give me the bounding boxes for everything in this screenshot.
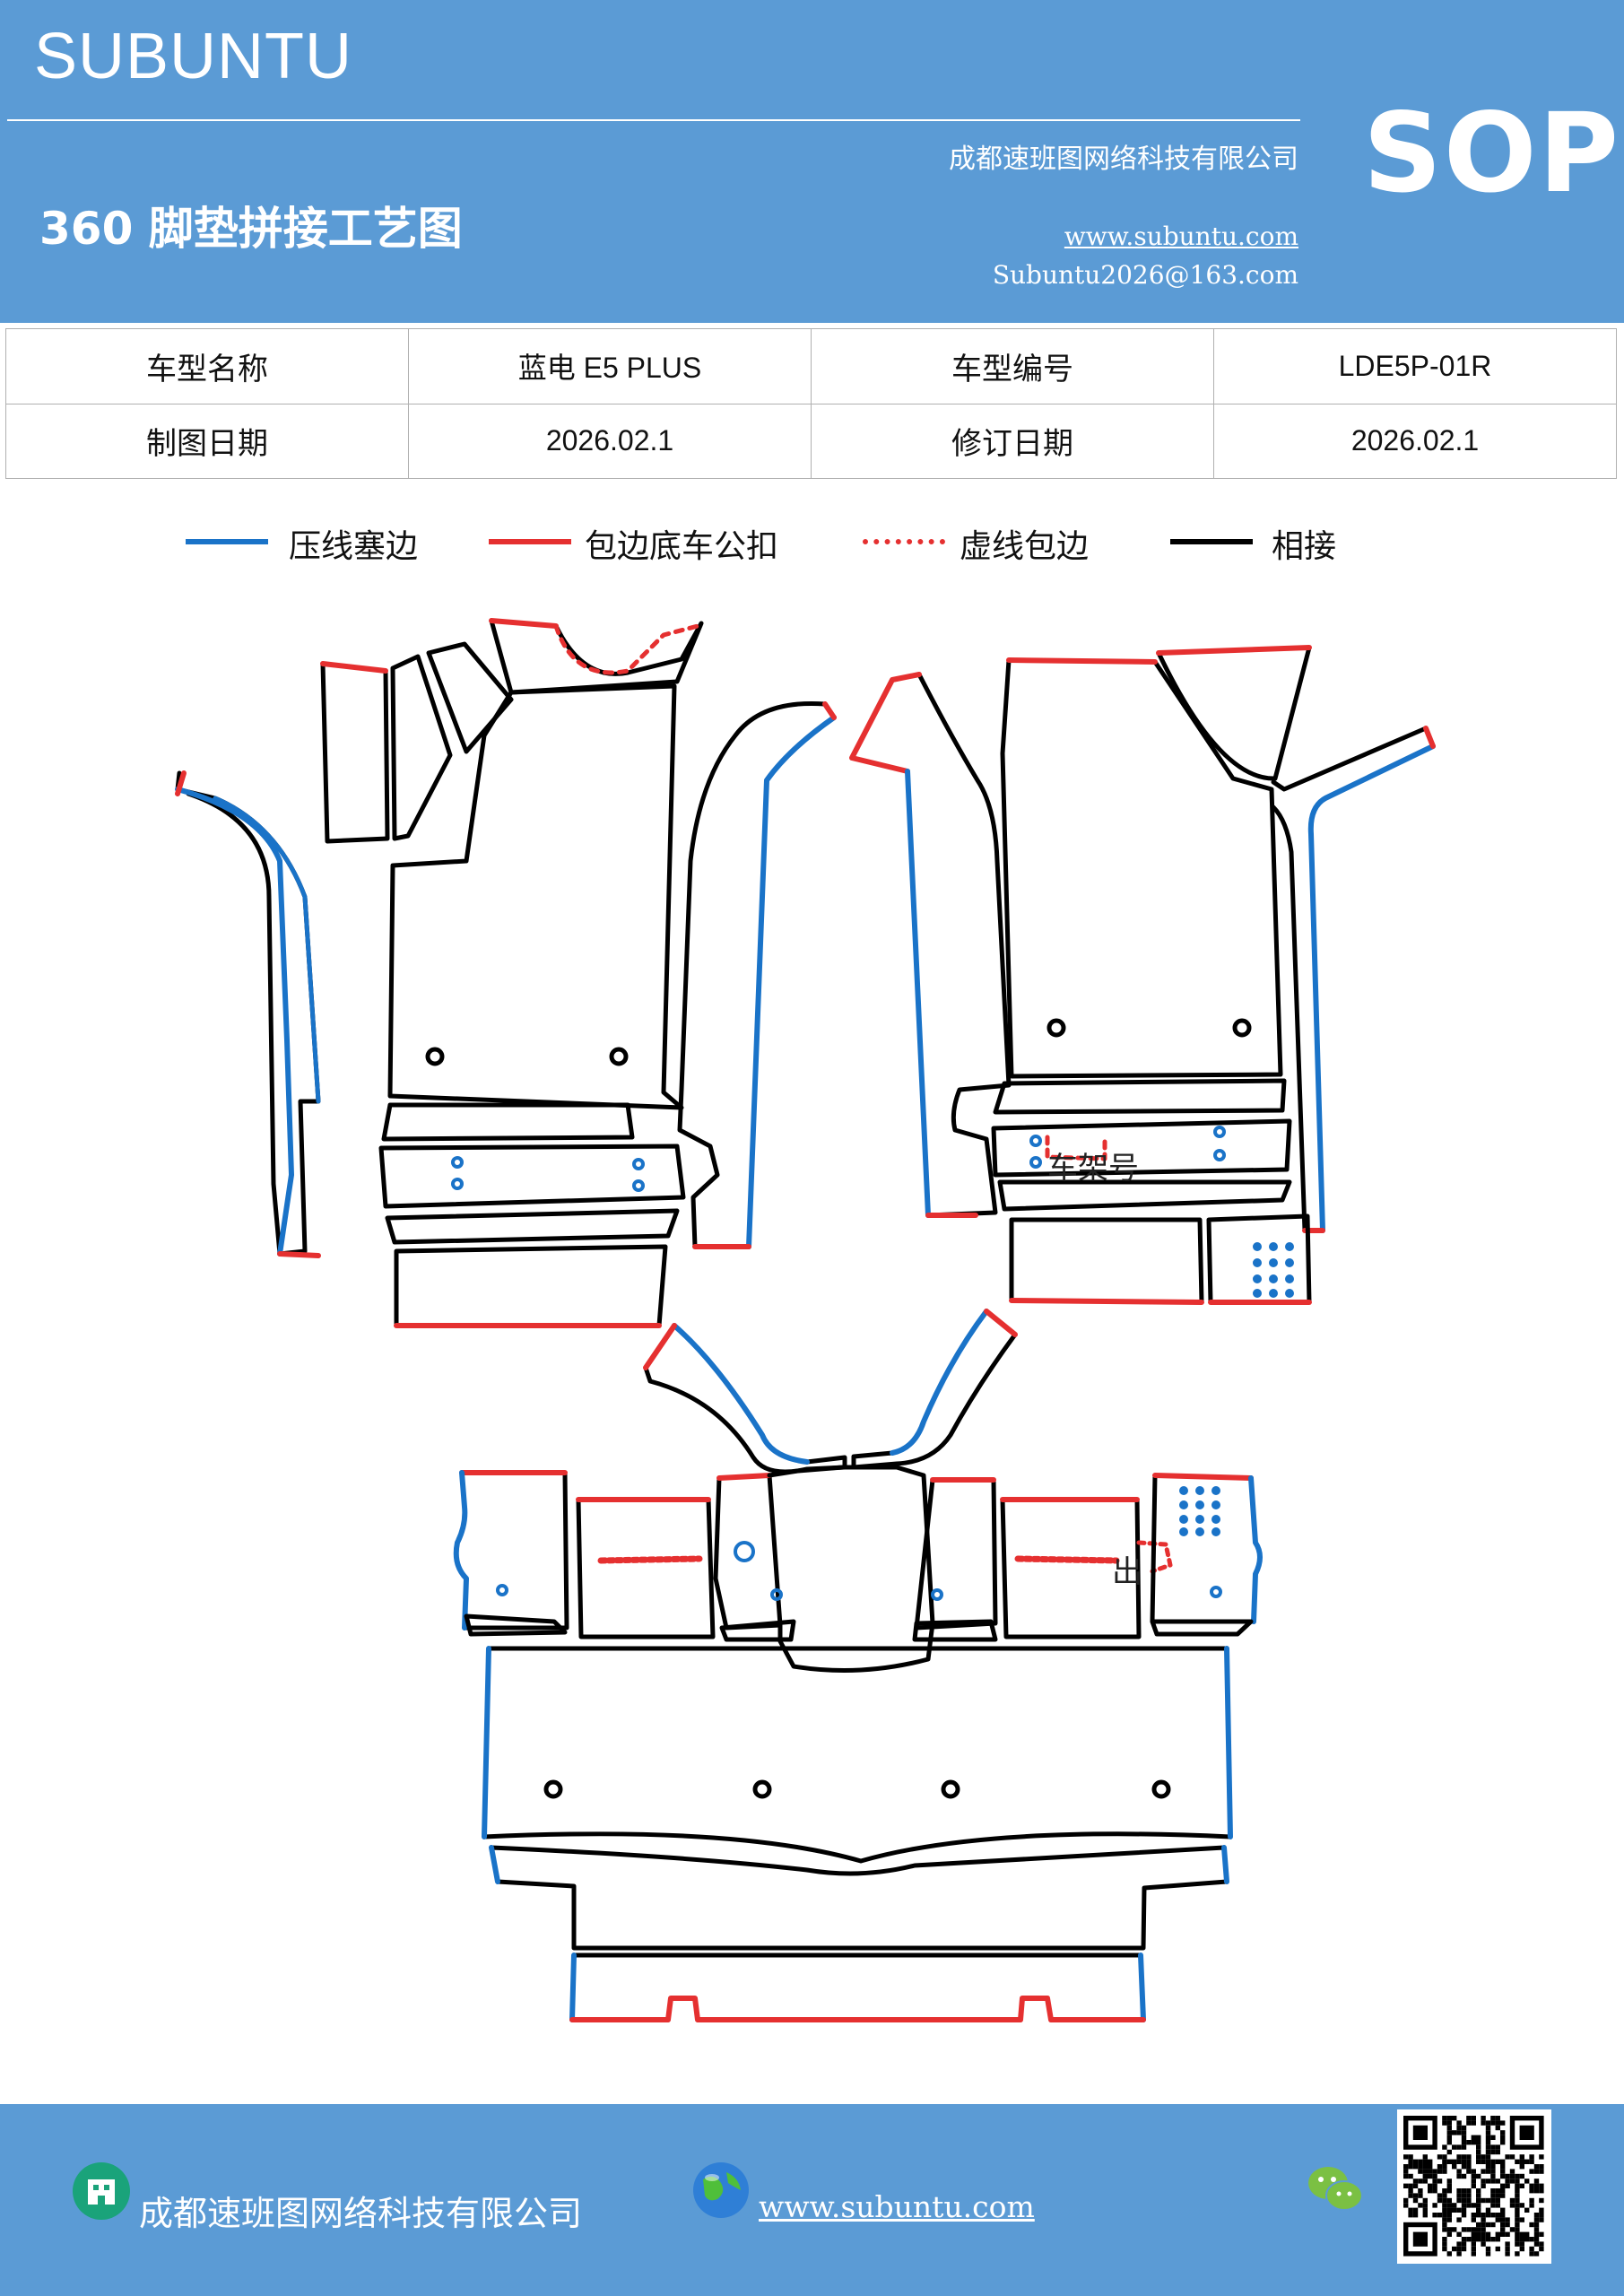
table-cell: 车型名称 <box>5 328 409 404</box>
email-address: Subuntu2026@163.com <box>992 260 1298 290</box>
table-cell: LDE5P-01R <box>1213 328 1617 404</box>
exit-label: 出 <box>1112 1554 1142 1590</box>
page-title: 360 脚垫拼接工艺图 <box>39 203 463 255</box>
right-front-mat <box>849 645 1436 1305</box>
table-cell: 2026.02.1 <box>408 403 812 479</box>
sop-badge: SOP <box>1363 90 1620 217</box>
table-row: 制图日期 2026.02.1 修订日期 2026.02.1 <box>5 403 1617 479</box>
company-name: 成都速班图网络科技有限公司 <box>949 144 1298 175</box>
building-icon <box>73 2162 130 2220</box>
legend-label: 包边底车公扣 <box>585 528 779 565</box>
header-divider <box>7 119 1300 121</box>
rear-mat <box>453 1309 1263 2022</box>
footer-website-link[interactable]: www.subuntu.com <box>759 2189 1035 2224</box>
table-cell: 2026.02.1 <box>1213 403 1617 479</box>
legend-swatch-black <box>1170 539 1253 544</box>
brand-name: SUBUNTU <box>34 21 353 92</box>
table-cell: 制图日期 <box>5 403 409 479</box>
info-table: 车型名称 蓝电 E5 PLUS 车型编号 LDE5P-01R 制图日期 2026… <box>5 328 1617 479</box>
left-front-mat <box>175 618 837 1328</box>
legend-swatch-red-dotted <box>863 539 945 544</box>
footer-company: 成都速班图网络科技有限公司 <box>139 2194 583 2233</box>
legend-swatch-red <box>489 539 571 544</box>
table-cell: 修订日期 <box>811 403 1214 479</box>
qr-code[interactable] <box>1397 2109 1551 2264</box>
globe-icon <box>693 2162 749 2218</box>
table-row: 车型名称 蓝电 E5 PLUS 车型编号 LDE5P-01R <box>5 328 1617 404</box>
wechat-icon <box>1308 2167 1363 2211</box>
page-header <box>0 0 1624 323</box>
legend-label: 相接 <box>1272 528 1337 565</box>
table-cell: 车型编号 <box>811 328 1214 404</box>
website-link[interactable]: www.subuntu.com <box>1064 222 1298 251</box>
legend: 压线塞边 包边底车公扣 虚线包边 相接 <box>0 520 1624 574</box>
frame-number-label: 车架号 <box>1047 1151 1139 1187</box>
legend-swatch-blue <box>186 539 268 544</box>
legend-label: 虚线包边 <box>960 528 1090 565</box>
table-cell: 蓝电 E5 PLUS <box>408 328 812 404</box>
legend-label: 压线塞边 <box>289 528 419 565</box>
